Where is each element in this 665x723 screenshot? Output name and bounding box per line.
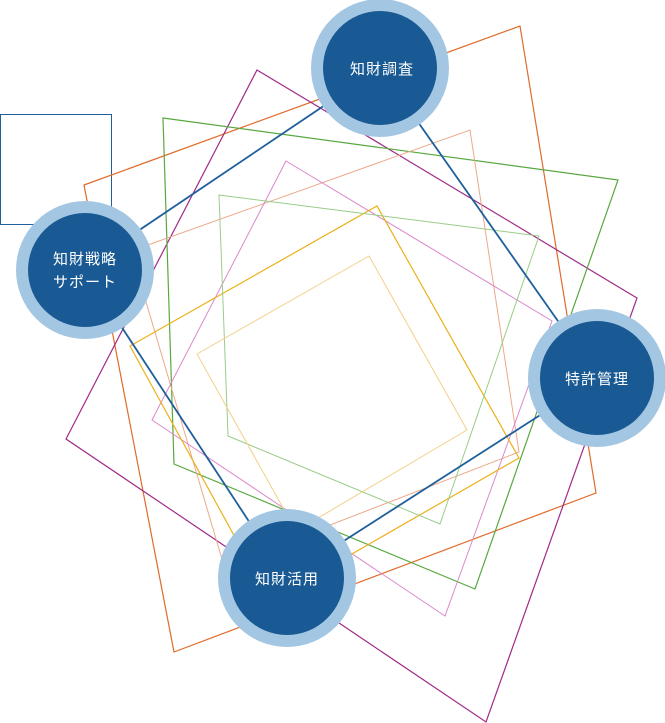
node-label: 特許管理	[565, 370, 629, 388]
node-chizai-senryaku-support[interactable]: 知財戦略 サポート	[16, 201, 154, 339]
square-pink	[151, 160, 553, 617]
node-core	[230, 521, 344, 635]
node-chizai-chosa[interactable]: 知財調査	[311, 0, 449, 137]
node-chizai-katsuyo[interactable]: 知財活用	[218, 509, 356, 647]
node-core	[540, 321, 654, 435]
node-label: 知財活用	[255, 570, 319, 588]
square-lightyellow	[196, 255, 468, 532]
node-label-line-1: 知財戦略	[53, 250, 117, 268]
connector-cycle	[81, 66, 600, 580]
node-label-line-2: サポート	[53, 273, 117, 291]
node-tokkyo-kanri[interactable]: 特許管理	[528, 309, 665, 447]
square-lightgreen	[218, 194, 540, 525]
node-core	[28, 213, 142, 327]
node-core	[323, 11, 437, 125]
square-green	[162, 117, 619, 590]
square-yellow	[129, 205, 520, 602]
node-label: 知財調査	[350, 60, 414, 78]
